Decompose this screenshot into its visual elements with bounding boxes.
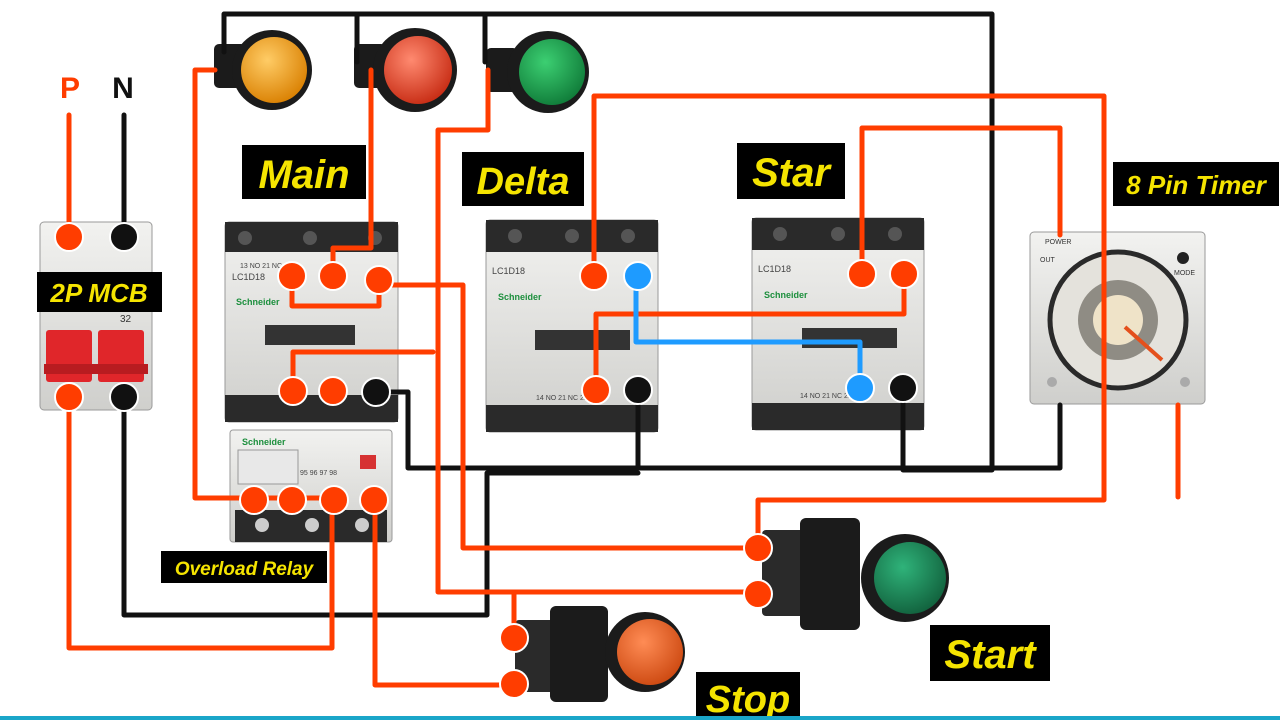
overload-label-box: Overload Relay	[161, 551, 327, 583]
phase-label: P	[60, 72, 80, 105]
phase-wires	[66, 67, 1181, 688]
mcb-label-box: 2P MCB	[37, 272, 162, 312]
start-label: Start	[944, 633, 1037, 677]
neutral-label: N	[112, 72, 134, 105]
main-brand: Schneider	[236, 297, 280, 307]
delta-label-box: Delta	[462, 152, 584, 206]
overload-terms: 95 96 97 98	[300, 470, 337, 477]
timer-power-text: POWER	[1045, 239, 1071, 246]
timer-label-box: 8 Pin Timer	[1113, 162, 1279, 206]
star-terms: 14 NO 21 NC 22	[800, 393, 852, 400]
terminal-dots	[54, 222, 919, 699]
timer-mode-text: MODE	[1174, 270, 1195, 277]
main-terms: 13 NO 21 NC A1	[240, 263, 292, 270]
mcb-rating: 32	[120, 314, 132, 325]
stop-label: Stop	[706, 679, 790, 720]
delta-model: LC1D18	[492, 266, 525, 276]
delta-label: Delta	[477, 161, 570, 203]
mcb-label: 2P MCB	[49, 278, 147, 308]
delta-brand: Schneider	[498, 292, 542, 302]
star-label: Star	[752, 151, 832, 195]
main-label: Main	[258, 153, 349, 197]
stop-button	[515, 606, 685, 702]
delta-contactor: LC1D18 Schneider 14 NO 21 NC 22	[485, 219, 659, 433]
star-label-box: Star	[737, 143, 845, 199]
star-contactor: LC1D18 Schneider 14 NO 21 NC 22	[751, 217, 925, 431]
bottom-strip	[0, 716, 1280, 720]
interlock-wire	[633, 273, 863, 389]
timer-out-text: OUT	[1040, 257, 1056, 264]
green-lamp	[486, 31, 589, 113]
neutral-wires	[121, 11, 1063, 618]
main-label-box: Main	[242, 145, 366, 199]
red-lamp	[354, 28, 457, 112]
main-contactor: LC1D18 Schneider 13 NO 21 NC A1	[224, 221, 399, 423]
overload-relay: Schneider 95 96 97 98	[229, 429, 393, 543]
stop-label-box: Stop	[696, 672, 800, 720]
start-label-box: Start	[930, 625, 1050, 681]
star-model: LC1D18	[758, 264, 791, 274]
delta-terms: 14 NO 21 NC 22	[536, 395, 588, 402]
timer-relay: POWER OUT MODE	[1029, 231, 1206, 405]
overload-label: Overload Relay	[175, 559, 315, 580]
timer-label: 8 Pin Timer	[1126, 170, 1268, 200]
amber-lamp	[214, 30, 312, 110]
start-button	[762, 518, 949, 630]
star-brand: Schneider	[764, 290, 808, 300]
overload-brand: Schneider	[242, 437, 286, 447]
main-model: LC1D18	[232, 272, 265, 282]
mcb-breaker: 32	[39, 221, 153, 411]
